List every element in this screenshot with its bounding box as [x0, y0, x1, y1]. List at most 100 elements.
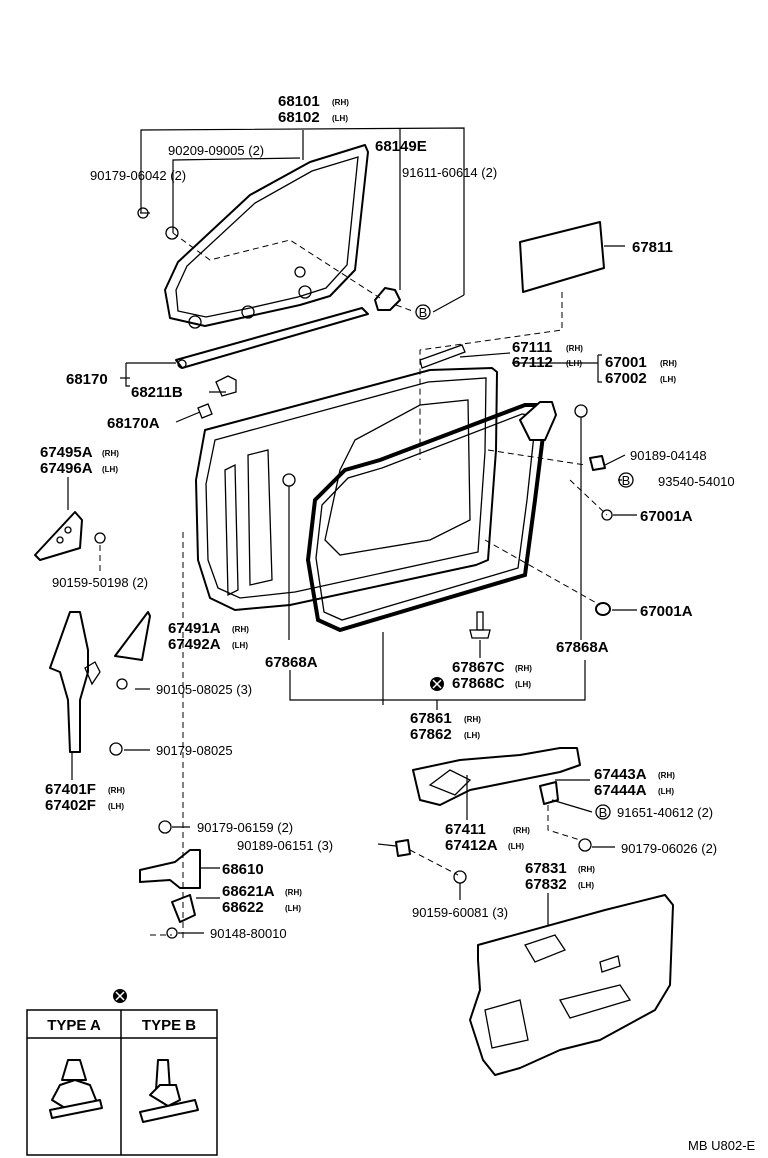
svg-text:(LH): (LH)	[232, 641, 248, 650]
leader-lines	[67, 127, 637, 940]
clip-67868A-right	[574, 404, 588, 418]
svg-text:(RH): (RH)	[285, 888, 302, 897]
svg-text:(LH): (LH)	[102, 465, 118, 474]
type-symbol-icon	[430, 677, 444, 691]
svg-text:(LH): (LH)	[508, 842, 524, 851]
window-regulator	[395, 747, 592, 884]
label-67868A-right: 67868A	[556, 639, 609, 656]
label-67832: 67832	[525, 876, 567, 893]
svg-text:(RH): (RH)	[578, 865, 595, 874]
svg-text:(RH): (RH)	[108, 786, 125, 795]
label-67862: 67862	[410, 726, 452, 743]
label-67002: 67002	[605, 370, 647, 387]
label-90179-06042: 90179-06042 (2)	[90, 168, 186, 183]
label-67492A: 67492A	[168, 636, 221, 653]
label-67001: 67001	[605, 354, 647, 371]
svg-text:(LH): (LH)	[660, 375, 676, 384]
svg-text:B: B	[599, 805, 608, 820]
label-67811: 67811	[632, 239, 673, 256]
label-90209: 90209-09005 (2)	[168, 143, 264, 158]
label-90105: 90105-08025 (3)	[156, 682, 252, 697]
svg-text:(RH): (RH)	[515, 664, 532, 673]
inner-garnish	[114, 611, 151, 661]
door-panel	[195, 344, 498, 611]
svg-text:(RH): (RH)	[513, 826, 530, 835]
svg-text:(LH): (LH)	[566, 359, 582, 368]
label-90189-06151: 90189-06151 (3)	[237, 838, 333, 853]
svg-text:(RH): (RH)	[660, 359, 677, 368]
label-68622: 68622	[222, 899, 264, 916]
svg-text:B: B	[419, 305, 428, 320]
label-90179-08025: 90179-08025	[156, 743, 233, 758]
label-68101: 68101	[278, 93, 320, 110]
clip-90189-04148	[589, 455, 606, 471]
svg-text:B: B	[622, 473, 631, 488]
svg-text:(RH): (RH)	[464, 715, 481, 724]
mirror-cover	[34, 511, 106, 561]
label-68149E: 68149E	[375, 138, 427, 155]
diagram-reference-code: MB U802-E	[688, 1138, 756, 1153]
label-67001A-upper: 67001A	[640, 508, 693, 525]
svg-text:(RH): (RH)	[102, 449, 119, 458]
label-67112: 67112	[512, 354, 553, 371]
label-67411: 67411	[445, 821, 486, 838]
svg-text:(LH): (LH)	[578, 881, 594, 890]
label-93540: 93540-54010	[658, 474, 735, 489]
door-pad	[519, 221, 605, 293]
svg-text:(RH): (RH)	[658, 771, 675, 780]
label-67867C: 67867C	[452, 659, 505, 676]
label-90159-60081: 90159-60081 (3)	[412, 905, 508, 920]
svg-text:(RH): (RH)	[332, 98, 349, 107]
label-67001A-lower: 67001A	[640, 603, 693, 620]
door-glass	[164, 144, 369, 329]
svg-text:(LH): (LH)	[285, 904, 301, 913]
label-68621A: 68621A	[222, 883, 275, 900]
label-68170A: 68170A	[107, 415, 160, 432]
type-b-label: TYPE B	[142, 1017, 196, 1034]
svg-text:(LH): (LH)	[515, 680, 531, 689]
type-a-label: TYPE A	[47, 1017, 101, 1034]
glass-run-clip	[374, 287, 401, 311]
door-weatherstrip	[305, 401, 557, 633]
label-90189-04148: 90189-04148	[630, 448, 707, 463]
label-68610: 68610	[222, 861, 264, 878]
callout-b-mid: B	[618, 472, 634, 488]
front-lower-frame	[49, 611, 128, 756]
label-67111: 67111	[512, 339, 552, 356]
svg-text:(LH): (LH)	[464, 731, 480, 740]
svg-text:(RH): (RH)	[566, 344, 583, 353]
label-90179-06159: 90179-06159 (2)	[197, 820, 293, 835]
label-67496A: 67496A	[40, 460, 93, 477]
clip-type-a	[49, 1059, 103, 1119]
label-91611: 91611-60614 (2)	[402, 165, 497, 180]
svg-text:(LH): (LH)	[658, 787, 674, 796]
label-67401F: 67401F	[45, 781, 96, 798]
label-67831: 67831	[525, 860, 567, 877]
door-check	[139, 820, 201, 939]
label-68102: 68102	[278, 109, 320, 126]
type-legend: TYPE A TYPE B	[26, 989, 218, 1156]
label-90148: 90148-80010	[210, 926, 287, 941]
labels: 68101 (RH) 68102 (LH) 90209-09005 (2) 68…	[40, 93, 735, 941]
door-trim-board	[469, 894, 674, 1076]
clip-67867C	[469, 611, 491, 639]
label-67491A: 67491A	[168, 620, 221, 637]
callout-b-lower: B	[595, 804, 611, 820]
label-67412A: 67412A	[445, 837, 498, 854]
svg-text:(LH): (LH)	[332, 114, 348, 123]
label-67402F: 67402F	[45, 797, 96, 814]
clip-type-b	[139, 1059, 199, 1123]
label-67868A-left: 67868A	[265, 654, 318, 671]
callout-b-upper: B	[415, 304, 431, 320]
label-90179-06026: 90179-06026 (2)	[621, 841, 717, 856]
plug-67001A-upper	[601, 509, 613, 521]
label-67861: 67861	[410, 710, 452, 727]
label-68211B: 68211B	[131, 384, 183, 401]
label-67443A: 67443A	[594, 766, 647, 783]
svg-text:(LH): (LH)	[108, 802, 124, 811]
label-90159-50198: 90159-50198 (2)	[52, 575, 148, 590]
svg-text:(RH): (RH)	[232, 625, 249, 634]
plug-67001A-lower	[595, 602, 611, 616]
label-67444A: 67444A	[594, 782, 647, 799]
